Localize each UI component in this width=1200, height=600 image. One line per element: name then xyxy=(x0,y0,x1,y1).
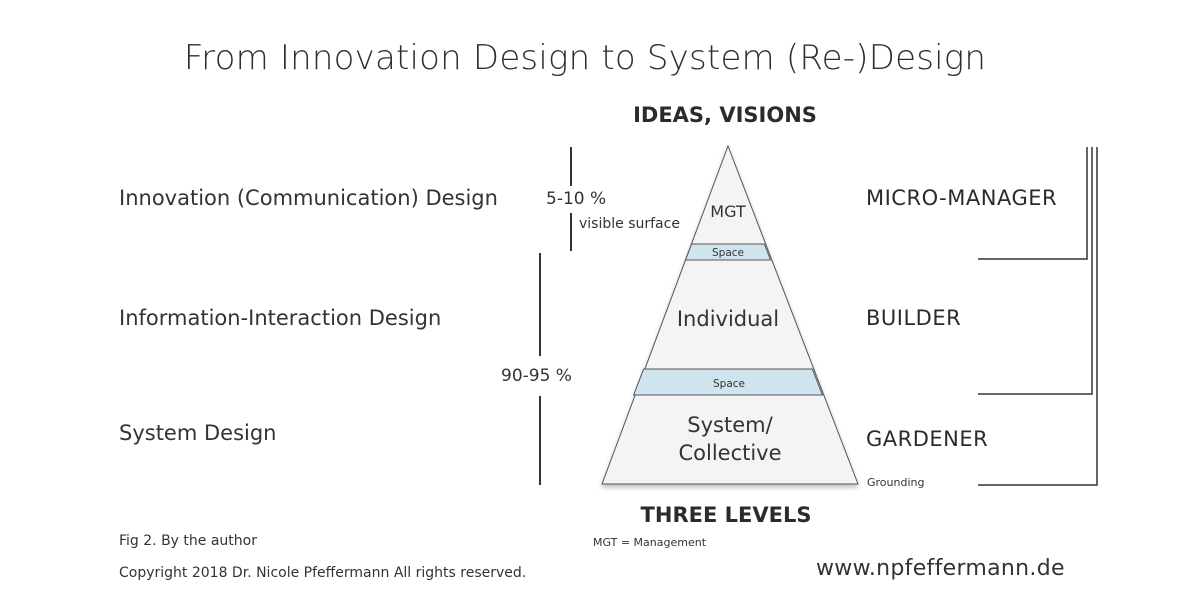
level-system-label-line2: Collective xyxy=(678,441,781,465)
bracket-micro-manager xyxy=(978,147,1088,260)
percentage-bottom: 90-95 % xyxy=(501,366,572,386)
legend-note: MGT = Management xyxy=(593,536,707,549)
label-innovation-design: Innovation (Communication) Design xyxy=(119,186,498,210)
page-title: From Innovation Design to System (Re-)De… xyxy=(183,38,987,78)
space-band-lower xyxy=(632,368,824,396)
visible-surface-note: visible surface xyxy=(579,216,680,232)
space-band-upper xyxy=(684,243,772,261)
role-micro-manager: MICRO-MANAGER xyxy=(866,186,1058,210)
role-builder: BUILDER xyxy=(866,306,962,330)
level-individual-label: Individual xyxy=(677,307,779,331)
role-brackets xyxy=(978,147,1098,486)
figure-caption: Fig 2. By the author xyxy=(119,533,257,549)
top-heading: IDEAS, VISIONS xyxy=(633,103,817,127)
bracket-gardener xyxy=(978,147,1098,486)
label-information-interaction-design: Information-Interaction Design xyxy=(119,306,442,330)
space-label-upper: Space xyxy=(712,247,744,259)
space-label-lower: Space xyxy=(713,378,745,390)
website-link[interactable]: www.npfeffermann.de xyxy=(816,556,1065,581)
pyramid xyxy=(601,144,859,485)
grounding-label: Grounding xyxy=(867,476,925,489)
percentage-top: 5-10 % xyxy=(546,189,607,209)
copyright-text: Copyright 2018 Dr. Nicole Pfeffermann Al… xyxy=(119,565,527,581)
level-mgt-label: MGT xyxy=(710,202,746,221)
bracket-builder xyxy=(978,147,1093,395)
bottom-heading: THREE LEVELS xyxy=(640,503,812,527)
level-system-label-line1: System/ xyxy=(687,413,773,437)
role-gardener: GARDENER xyxy=(866,427,989,451)
label-system-design: System Design xyxy=(119,421,277,445)
